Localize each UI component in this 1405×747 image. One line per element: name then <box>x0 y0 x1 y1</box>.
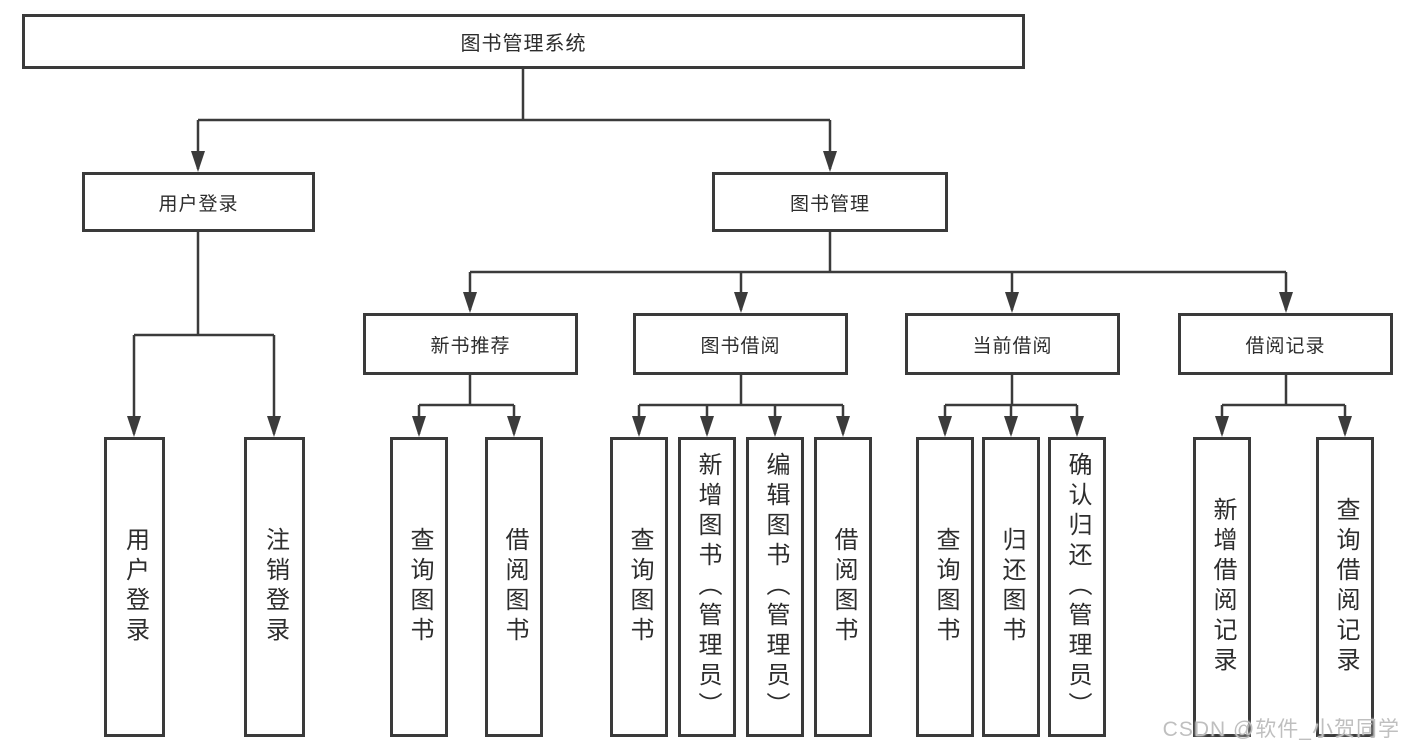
leaf-borrow-book: 借阅图书 <box>814 437 872 737</box>
leaf-add-borrow-record: 新增借阅记录 <box>1193 437 1251 737</box>
leaf-label: 借阅图书 <box>501 527 528 647</box>
node-label: 图书借阅 <box>700 335 781 357</box>
leaf-return-book: 归还图书 <box>982 437 1040 737</box>
leaf-query-borrow-record: 查询借阅记录 <box>1316 437 1374 737</box>
leaf-borrow-book-recommend: 借阅图书 <box>485 437 543 737</box>
connector-paths <box>132 69 1347 434</box>
leaf-confirm-return-admin: 确认归还（管理员） <box>1048 437 1106 737</box>
leaf-query-book-recommend: 查询图书 <box>390 437 448 737</box>
node-label: 图书管理系统 <box>460 33 587 55</box>
arrowhead-icons <box>127 151 1352 437</box>
leaf-label: 借阅图书 <box>830 527 857 647</box>
node-label: 用户登录 <box>158 193 239 215</box>
node-new-book-recommend: 新书推荐 <box>363 313 578 375</box>
node-label: 当前借阅 <box>972 335 1053 357</box>
leaf-user-login: 用户登录 <box>104 437 165 737</box>
leaf-label: 查询图书 <box>626 527 653 647</box>
leaf-logout-login: 注销登录 <box>244 437 305 737</box>
leaf-label: 新增图书（管理员） <box>694 452 721 722</box>
leaf-label: 注销登录 <box>261 527 289 647</box>
leaf-label: 查询借阅记录 <box>1332 497 1359 677</box>
node-label: 借阅记录 <box>1245 335 1326 357</box>
node-library-management-system: 图书管理系统 <box>22 14 1025 69</box>
node-current-borrow: 当前借阅 <box>905 313 1120 375</box>
leaf-label: 确认归还（管理员） <box>1064 452 1091 722</box>
leaf-query-book-borrow: 查询图书 <box>610 437 668 737</box>
leaf-label: 查询图书 <box>406 527 433 647</box>
node-book-borrow: 图书借阅 <box>633 313 848 375</box>
node-book-management: 图书管理 <box>712 172 948 232</box>
csdn-watermark: CSDN @软件_小贺同学 <box>1162 718 1400 741</box>
leaf-label: 新增借阅记录 <box>1209 497 1236 677</box>
node-borrow-records: 借阅记录 <box>1178 313 1393 375</box>
leaf-label: 编辑图书（管理员） <box>762 452 789 722</box>
node-label: 图书管理 <box>789 193 870 215</box>
leaf-label: 归还图书 <box>998 527 1025 647</box>
node-user-login: 用户登录 <box>82 172 315 232</box>
leaf-label: 用户登录 <box>121 527 149 647</box>
leaf-query-book-current: 查询图书 <box>916 437 974 737</box>
node-label: 新书推荐 <box>430 335 511 357</box>
leaf-add-book-admin: 新增图书（管理员） <box>678 437 736 737</box>
leaf-label: 查询图书 <box>932 527 959 647</box>
leaf-edit-book-admin: 编辑图书（管理员） <box>746 437 804 737</box>
